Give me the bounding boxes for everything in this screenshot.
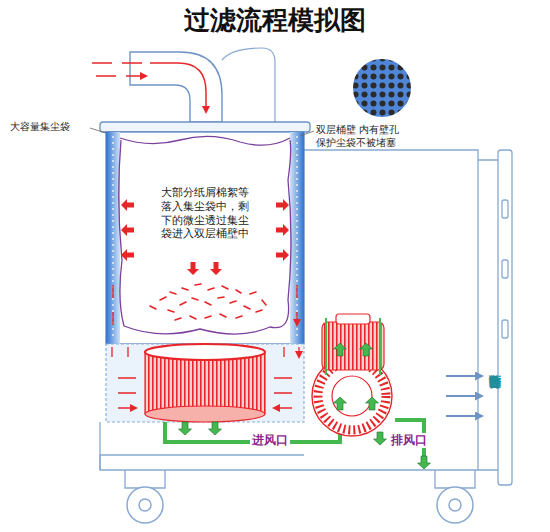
- filter-chamber: [112, 347, 299, 357]
- bucket: [100, 122, 310, 132]
- dust-bag: [119, 140, 291, 334]
- blower: [334, 343, 347, 356]
- air-duct: [179, 422, 192, 435]
- dust-flow-arrow: [276, 199, 289, 211]
- vent-arrow: [446, 376, 482, 416]
- debris: [218, 297, 224, 298]
- filter-chamber: [106, 344, 304, 422]
- debris: [190, 316, 196, 319]
- blower: [334, 397, 347, 410]
- inlet-pipe: [150, 63, 206, 112]
- debris: [208, 288, 214, 290]
- filter-chamber: [145, 352, 265, 414]
- blower: [326, 318, 380, 375]
- bucket: [106, 132, 304, 344]
- callout-label: 大容量集尘袋: [10, 121, 70, 134]
- bucket: [113, 136, 297, 340]
- diagram-title: 过滤流程模拟图: [0, 4, 550, 37]
- bucket: [100, 122, 310, 344]
- dust-flow-arrow: [276, 249, 289, 261]
- perforation-detail: [350, 56, 416, 122]
- debris: [262, 300, 266, 305]
- air-duct: [165, 420, 431, 469]
- dust-flow-arrow: [187, 262, 199, 275]
- debris: [160, 297, 166, 300]
- debris: [170, 292, 176, 294]
- debris: [150, 284, 266, 320]
- filter-chamber: [118, 378, 136, 408]
- inlet-pipe: [222, 48, 275, 122]
- debris: [244, 306, 250, 309]
- debris: [220, 314, 226, 317]
- debris: [182, 288, 188, 290]
- cart-body: [478, 160, 498, 470]
- wheel: [437, 487, 473, 523]
- leader-line: [300, 131, 314, 136]
- flow-note: 大部分纸屑棉絮等 落入集尘袋中，剩 下的微尘透过集尘 袋进入双层桶壁中: [159, 186, 251, 241]
- debris: [222, 286, 228, 289]
- debris: [205, 316, 211, 318]
- port-label: 进风口: [250, 433, 290, 448]
- cart-body: [502, 260, 508, 278]
- blower: [312, 314, 392, 436]
- debris: [236, 290, 241, 293]
- cart-body: [498, 150, 512, 485]
- blower: [336, 314, 370, 324]
- port-label: 排风口: [389, 433, 429, 448]
- dust-flow-arrow: [121, 199, 134, 211]
- filter-chamber: [145, 352, 265, 414]
- filter-chamber: [106, 344, 304, 422]
- wheel: [449, 499, 461, 511]
- debris: [150, 306, 156, 309]
- blower: [318, 362, 386, 430]
- air-duct: [374, 432, 387, 445]
- cart-body: [100, 455, 304, 470]
- dust-flow-arrow: [210, 262, 222, 275]
- cart-body: [125, 470, 475, 488]
- blower: [360, 343, 373, 356]
- debris: [230, 301, 236, 303]
- blower: [322, 322, 384, 370]
- filter-chamber: [274, 378, 292, 408]
- dust-flow-arrow: [121, 249, 134, 261]
- vent-arrow: [446, 375, 482, 377]
- callout-note: 双层桶壁 内有壁孔 保护尘袋不被堵塞: [316, 124, 404, 149]
- blower: [332, 376, 372, 416]
- cart-body: [502, 200, 508, 218]
- debris: [175, 318, 181, 320]
- air-duct: [209, 422, 222, 435]
- filter-chamber: [145, 344, 265, 360]
- debris: [180, 302, 186, 305]
- vent-arrow: [446, 395, 482, 397]
- wheel: [127, 487, 473, 523]
- inlet-pipe: [92, 63, 146, 76]
- debris: [256, 310, 262, 312]
- perforation-detail: [350, 56, 416, 122]
- debris: [205, 302, 211, 305]
- dust-flow-arrow: [113, 285, 297, 325]
- wheel: [127, 487, 163, 523]
- vent-arrow: [446, 415, 482, 417]
- perforation-detail: [352, 58, 412, 118]
- dust-bag: [119, 136, 291, 334]
- leader-line: [90, 128, 106, 133]
- debris: [192, 298, 198, 300]
- wheel: [139, 499, 151, 511]
- dust-flow-arrow: [276, 224, 289, 236]
- debris: [236, 316, 242, 318]
- debris: [195, 284, 201, 285]
- cart-body: [502, 320, 508, 338]
- debris: [168, 310, 174, 312]
- air-duct: [418, 456, 431, 469]
- dust-flow-arrow: [121, 224, 134, 236]
- dust-bag: [120, 136, 290, 145]
- filter-chamber: [145, 406, 265, 422]
- inlet-pipe: [130, 52, 222, 122]
- debris: [250, 292, 256, 294]
- blower: [366, 397, 379, 410]
- leader-line: [90, 128, 314, 136]
